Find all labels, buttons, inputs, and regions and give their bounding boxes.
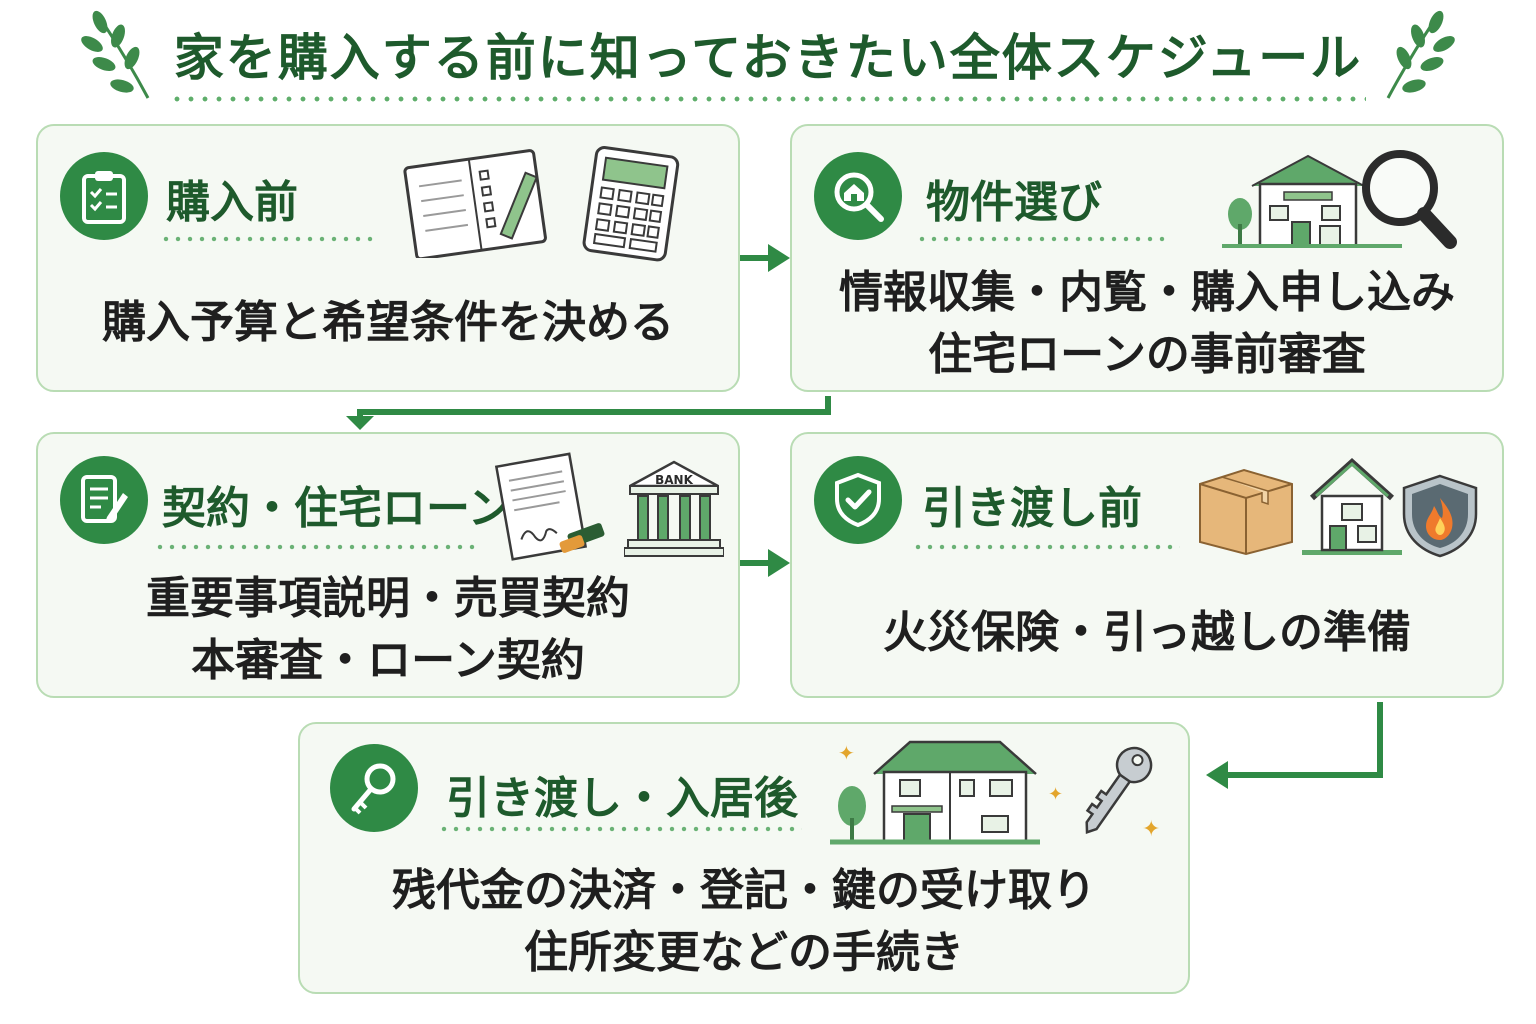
bank-icon: BANK	[624, 460, 724, 557]
desc-line: 情報収集・内覧・購入申し込み	[839, 267, 1455, 318]
badge	[60, 152, 148, 240]
cardboard-box-icon	[1199, 468, 1293, 556]
badge	[814, 152, 902, 240]
desc-line: 火災保険・引っ越しの準備	[883, 607, 1411, 658]
step-card-property-search: 物件選び 情報収集・内覧・購入申し込み 住宅ローンの事前審査	[790, 124, 1504, 392]
arrow-1-to-2	[768, 244, 790, 272]
desc-line: 重要事項説明・売買契約	[146, 573, 630, 624]
contract-stamp-icon	[494, 452, 605, 561]
svg-text:✦: ✦	[838, 741, 855, 765]
badge	[60, 456, 148, 544]
step-desc: 情報収集・内覧・購入申し込み 住宅ローンの事前審査	[792, 262, 1502, 386]
step-card-before-handover: 引き渡し前 火災保険・引っ越しの準備	[790, 432, 1504, 698]
svg-text:✦: ✦	[1048, 784, 1063, 805]
house-tree-icon: ✦	[830, 740, 1040, 845]
step-card-after-handover: 引き渡し・入居後 ✦ ✦ ✦ 残代金の決済・登記・鍵の受け取り 住所変更などの手…	[298, 722, 1190, 994]
desc-line: 購入予算と希望条件を決める	[102, 297, 674, 348]
step-title: 引き渡し前	[922, 483, 1142, 534]
svg-text:✦: ✦	[1142, 817, 1160, 842]
clipboard-checklist-icon	[82, 171, 126, 224]
right-leaf-sprig-icon	[1386, 10, 1455, 99]
step-title: 契約・住宅ローン	[162, 483, 512, 534]
house-search-icon	[834, 172, 884, 222]
badge	[330, 744, 418, 832]
house-key-icon: ✦ ✦	[1048, 746, 1160, 842]
desc-line: 本審査・ローン契約	[191, 635, 585, 686]
arrow-4-to-5	[1206, 761, 1228, 789]
step-desc: 購入予算と希望条件を決める	[38, 292, 738, 354]
arrow-3-to-4	[768, 549, 790, 577]
step-desc: 火災保険・引っ越しの準備	[792, 602, 1502, 664]
title-divider	[170, 96, 1366, 102]
arrow-2-to-3	[346, 416, 374, 430]
page-title: 家を購入する前に知っておきたい全体スケジュール	[173, 29, 1363, 87]
step-title: 引き渡し・入居後	[446, 773, 798, 824]
step-title: 購入前	[166, 177, 298, 228]
step-card-purchase-prep: 購入前 購入予算と	[36, 124, 740, 392]
desc-line: 残代金の決済・登記・鍵の受け取り	[392, 865, 1096, 916]
step-title: 物件選び	[926, 177, 1102, 228]
desc-line: 住所変更などの手続き	[524, 927, 964, 978]
step-desc: 残代金の決済・登記・鍵の受け取り 住所変更などの手続き	[300, 860, 1188, 984]
step-desc: 重要事項説明・売買契約 本審査・ローン契約	[38, 568, 738, 692]
desc-line: 住宅ローンの事前審査	[928, 329, 1366, 380]
key-icon	[351, 763, 396, 815]
notebook-pen-icon	[403, 149, 547, 258]
title-underline	[912, 544, 1180, 550]
step-card-contract-loan: 契約・住宅ローン BANK 重要事項説明・売買契約 本審査・ローン契約	[36, 432, 740, 698]
document-pen-icon	[81, 475, 128, 523]
left-leaf-sprig-icon	[81, 10, 150, 99]
title-underline	[438, 826, 802, 832]
house-magnifier-icon	[1222, 150, 1457, 249]
title-underline	[160, 236, 374, 242]
bank-label: BANK	[655, 473, 693, 487]
shield-check-icon	[835, 472, 881, 528]
house-icon	[1302, 457, 1402, 555]
badge	[814, 456, 902, 544]
title-underline	[154, 544, 476, 550]
calculator-icon	[582, 146, 680, 262]
fire-shield-icon	[1402, 474, 1478, 558]
title-underline	[916, 236, 1166, 242]
